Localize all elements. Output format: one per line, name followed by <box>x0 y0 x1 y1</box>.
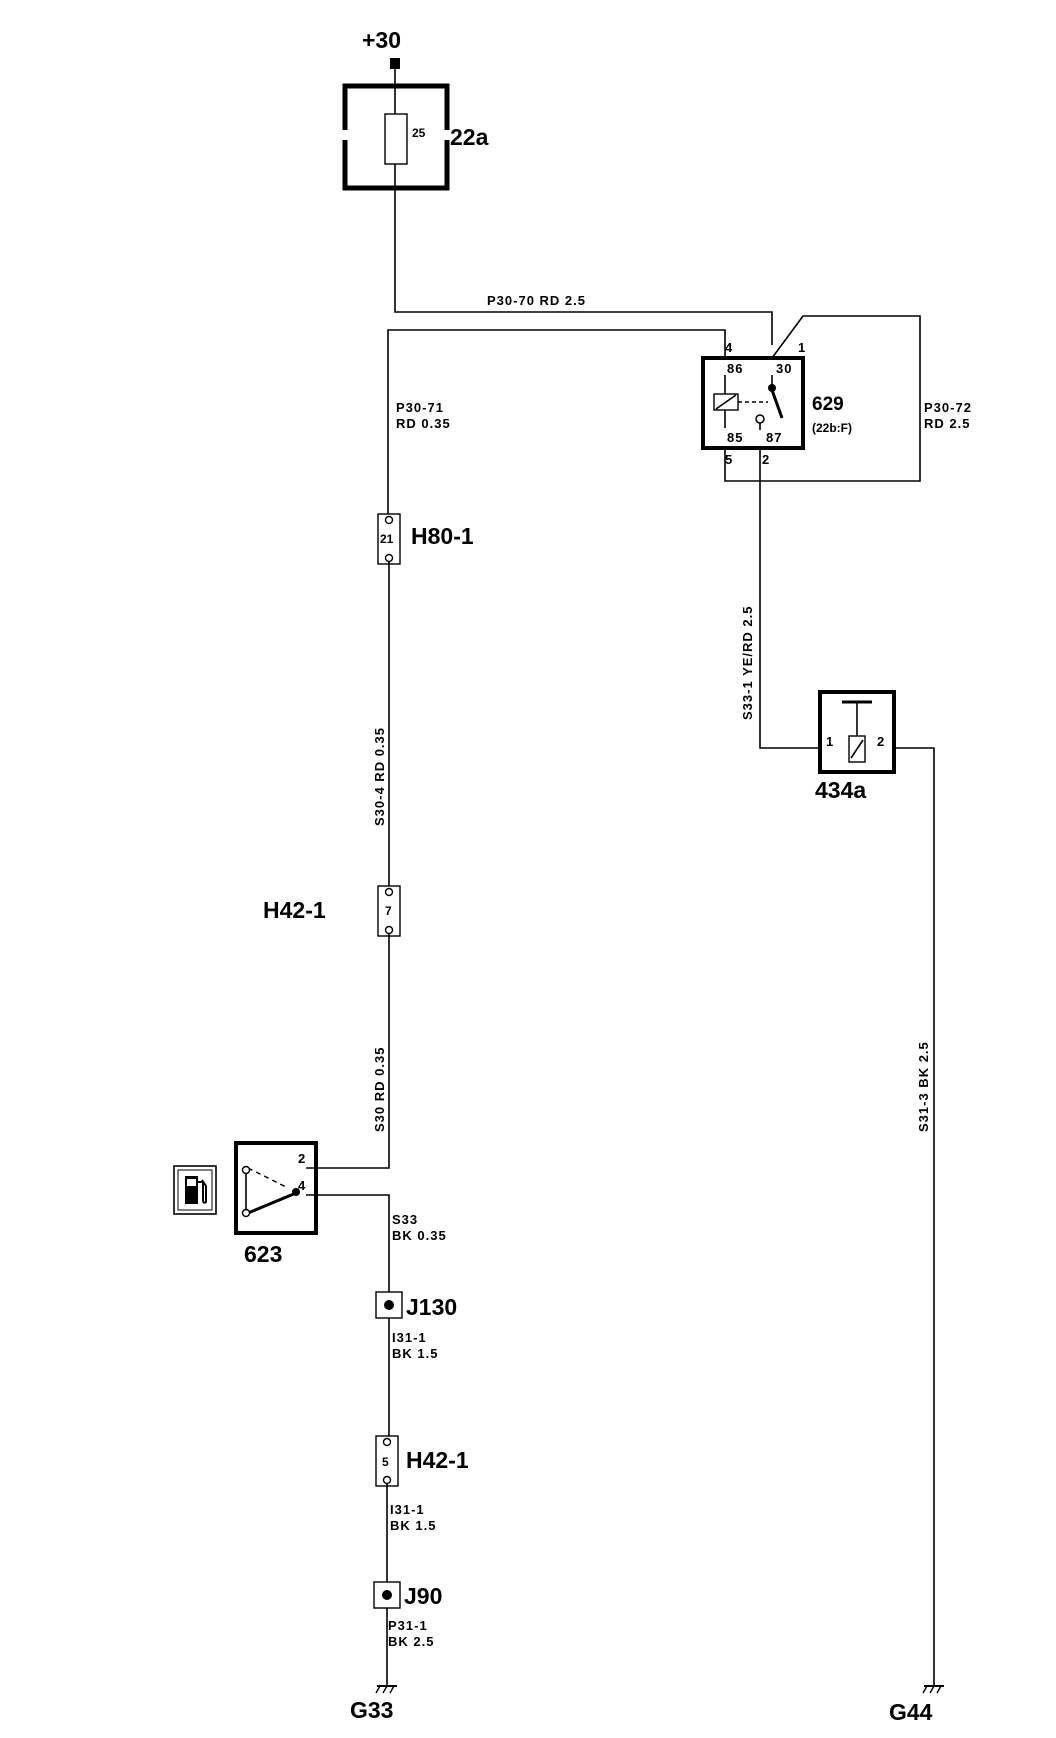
wire-label-p30-70: P30-70 RD 2.5 <box>487 293 586 308</box>
ground-g33: G33 <box>350 1685 397 1723</box>
wire-label-s33-id: S33 <box>392 1212 418 1227</box>
ground-g44: G44 <box>889 1685 944 1725</box>
wire-label-p30-72-id: P30-72 <box>924 400 972 415</box>
connector-h80-1-pin: 21 <box>380 532 394 546</box>
wire-label-p30-71-spec: RD 0.35 <box>396 416 451 431</box>
switch-623: 2 4 623 <box>234 1141 318 1267</box>
supply-label: +30 <box>362 27 401 53</box>
wire-label-i31-1a-spec: BK 1.5 <box>392 1346 438 1361</box>
wire-s31-3 <box>894 747 935 1686</box>
relay-pin-85: 85 <box>727 430 743 445</box>
wire-label-p31-1-id: P31-1 <box>388 1618 428 1633</box>
relay-conn-pin-1: 1 <box>798 340 806 355</box>
component-434a-pin1: 1 <box>826 734 834 749</box>
switch-id: 623 <box>244 1241 282 1267</box>
relay-conn-pin-5: 5 <box>725 452 733 467</box>
ground-g44-id: G44 <box>889 1699 933 1725</box>
wire-label-p31-1-spec: BK 2.5 <box>388 1634 434 1649</box>
switch-pin-4: 4 <box>298 1178 306 1193</box>
junction-j90: J90 <box>373 1581 442 1609</box>
relay-629: 4 1 86 30 85 87 5 2 629 (22b:F) <box>701 340 852 467</box>
connector-h42-lower-id: H42-1 <box>406 1447 469 1473</box>
relay-pin-86: 86 <box>727 361 743 376</box>
wire-p30-70 <box>394 164 773 345</box>
connector-h42-lower-pin: 5 <box>382 1455 389 1469</box>
wire-label-i31-1b-id: I31-1 <box>390 1502 425 1517</box>
relay-conn-pin-2: 2 <box>762 452 770 467</box>
junction-j130: J130 <box>375 1291 457 1320</box>
wire-p30-72 <box>724 315 921 482</box>
wire-label-s30-4: S30-4 RD 0.35 <box>372 727 387 826</box>
wire-label-s33-spec: BK 0.35 <box>392 1228 447 1243</box>
junction-j130-id: J130 <box>406 1294 457 1320</box>
wire-label-p30-71-id: P30-71 <box>396 400 444 415</box>
connector-h42-upper-id: H42-1 <box>263 897 326 923</box>
relay-pin-30: 30 <box>776 361 792 376</box>
connector-h42-1-upper: 7 H42-1 <box>263 885 401 937</box>
component-434a-id: 434a <box>815 777 866 803</box>
component-434a-pin2: 2 <box>877 734 885 749</box>
switch-pin-2: 2 <box>298 1151 306 1166</box>
wire-label-i31-1a-id: I31-1 <box>392 1330 427 1345</box>
junction-j90-id: J90 <box>404 1583 442 1609</box>
wire-s33 <box>306 1194 390 1292</box>
relay-id: 629 <box>812 394 844 415</box>
component-434a: 1 2 434a <box>815 690 896 803</box>
wire-s33-1 <box>759 448 820 749</box>
relay-location: (22b:F) <box>812 421 852 435</box>
wire-p30-71 <box>387 329 726 518</box>
fuse-id: 22a <box>450 124 489 150</box>
fuse-rating: 25 <box>412 126 426 140</box>
wire-label-s33-1: S33-1 YE/RD 2.5 <box>740 606 755 720</box>
connector-h42-upper-pin: 7 <box>385 904 392 918</box>
fuse-22a: 25 22a <box>342 83 489 191</box>
wire-label-s31-3: S31-3 BK 2.5 <box>916 1041 931 1132</box>
connector-h80-1-id: H80-1 <box>411 523 474 549</box>
relay-pin-87: 87 <box>766 430 782 445</box>
ground-g33-id: G33 <box>350 1697 393 1723</box>
connector-h42-1-lower: 5 H42-1 <box>375 1435 469 1487</box>
relay-conn-pin-4: 4 <box>725 340 733 355</box>
wire-label-i31-1b-spec: BK 1.5 <box>390 1518 436 1533</box>
connector-h80-1: 21 H80-1 <box>377 513 474 565</box>
wire-label-s30: S30 RD 0.35 <box>372 1047 387 1132</box>
fuse-element <box>384 113 408 165</box>
fuel-pump-icon <box>173 1165 217 1215</box>
wire-label-p30-72-spec: RD 2.5 <box>924 416 970 431</box>
supply-terminal: +30 <box>362 27 401 114</box>
wire-s30 <box>306 934 390 1169</box>
